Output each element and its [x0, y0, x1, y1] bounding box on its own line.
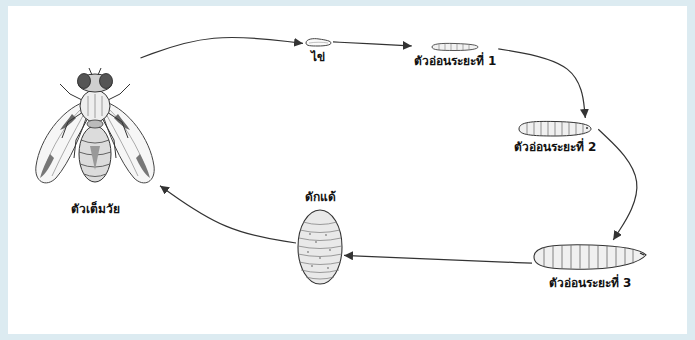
- stage-label: ตัวอ่อนระยะที่ 1: [414, 54, 497, 70]
- larva-2-drawing: [519, 121, 591, 136]
- cycle-arrow: [160, 186, 296, 243]
- life-stage: ไข่: [303, 36, 333, 66]
- life-stage: ตัวเต็มวัย: [30, 58, 160, 218]
- cycle-arrow: [498, 49, 585, 118]
- life-stage: ตัวอ่อนระยะที่ 2: [512, 118, 599, 156]
- life-stage: ตัวอ่อนระยะที่ 1: [412, 40, 499, 70]
- stage-label: ตัวอ่อนระยะที่ 3: [549, 276, 632, 292]
- cycle-arrow: [333, 42, 412, 46]
- stage-label: ดักแด้: [305, 190, 336, 206]
- cycle-arrow: [598, 129, 637, 240]
- life-stage: ดักแด้: [296, 190, 344, 286]
- pupa-drawing: [298, 210, 342, 284]
- cycle-arrow: [344, 255, 532, 263]
- stage-label: ตัวอ่อนระยะที่ 2: [514, 140, 597, 156]
- egg-drawing: [306, 39, 331, 46]
- larva-1-drawing: [432, 43, 478, 50]
- stage-label: ตัวเต็มวัย: [71, 202, 120, 218]
- adult-fly-drawing: [36, 68, 154, 183]
- cycle-arrow: [141, 37, 304, 58]
- stage-label: ไข่: [311, 50, 325, 66]
- larva-3-drawing: [534, 245, 646, 269]
- life-stage: ตัวอ่อนระยะที่ 3: [532, 240, 648, 292]
- panel: [8, 6, 687, 334]
